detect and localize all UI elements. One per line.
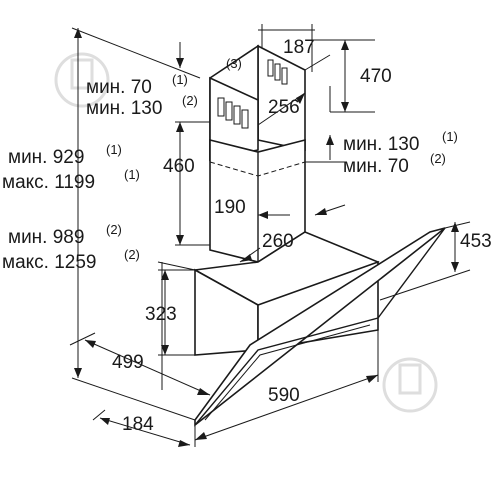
dim-min-989: мин. 989 <box>8 227 84 248</box>
dim-187: 187 <box>283 37 315 58</box>
note-mark-3: (3) <box>226 56 242 71</box>
dim-453: 453 <box>460 231 492 252</box>
dim-590: 590 <box>268 385 300 406</box>
sup-min-989: (2) <box>106 222 122 237</box>
dim-min-70-right: мин. 70 <box>343 156 409 177</box>
dim-min-70-top: мин. 70 <box>86 77 152 98</box>
dim-256: 256 <box>268 97 300 118</box>
dim-260: 260 <box>262 231 294 252</box>
dim-323: 323 <box>145 304 177 325</box>
sup-max-1199: (1) <box>124 167 140 182</box>
dim-190: 190 <box>214 197 246 218</box>
dim-499: 499 <box>112 352 144 373</box>
dim-470: 470 <box>360 66 392 87</box>
dim-max-1259: макс. 1259 <box>2 252 96 273</box>
vent-slots-icon <box>217 59 288 129</box>
sup-min-130-right: (1) <box>442 129 458 144</box>
glass-panel <box>194 227 446 427</box>
dim-min-929: мин. 929 <box>8 147 84 168</box>
sup-min-929: (1) <box>106 142 122 157</box>
dim-min-130-right: мин. 130 <box>343 134 419 155</box>
sup-min-130-top: (2) <box>182 93 198 108</box>
overlap-line <box>209 161 306 177</box>
watermark-icon <box>54 52 438 413</box>
dim-max-1199: макс. 1199 <box>2 172 95 193</box>
sup-min-70-top: (1) <box>172 72 188 87</box>
sup-min-70-right: (2) <box>430 151 446 166</box>
dim-min-130-top: мин. 130 <box>86 98 162 119</box>
dim-184: 184 <box>122 414 154 435</box>
dim-460: 460 <box>163 156 195 177</box>
sup-max-1259: (2) <box>124 247 140 262</box>
